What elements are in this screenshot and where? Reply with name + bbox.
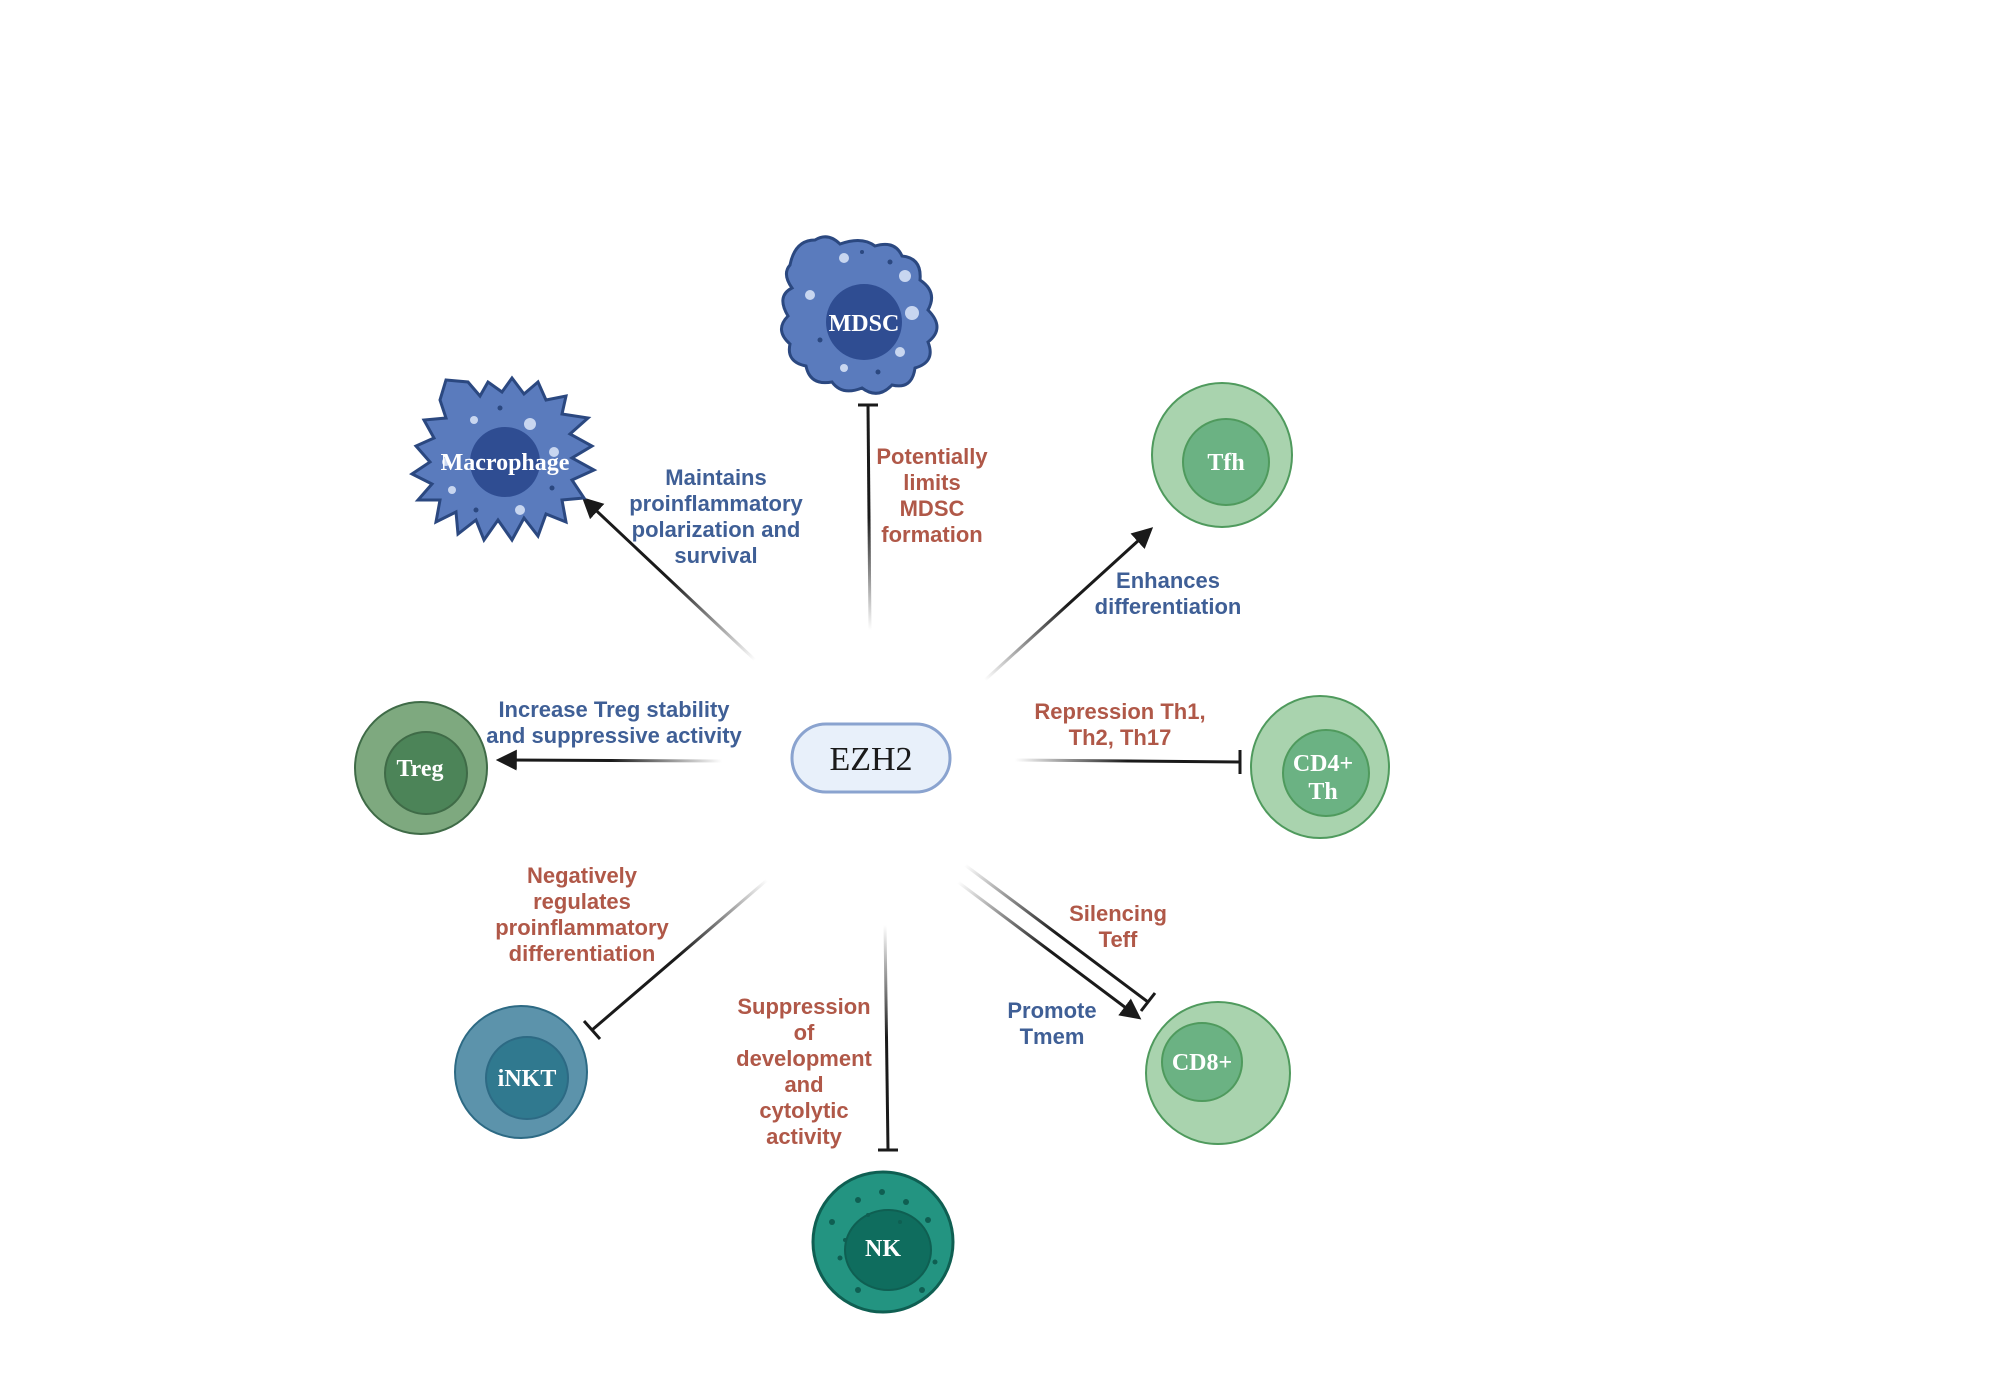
inhibit-inkt	[591, 878, 768, 1032]
cd8-promote-line1: Promote	[1007, 998, 1096, 1023]
mdsc-cell[interactable]: MDSC	[780, 235, 939, 395]
nk-effect-line1: Suppression	[737, 994, 870, 1019]
mdsc-name: MDSC	[829, 311, 900, 337]
inhibit-nk	[883, 924, 890, 1151]
tfh-cell[interactable]: Tfh	[1151, 382, 1293, 528]
inhibit-mdsc	[866, 404, 872, 631]
cd8-promote-line2: Tmem	[1020, 1024, 1085, 1049]
inkt-effect-line4: differentiation	[509, 941, 656, 966]
nk-name: NK	[865, 1236, 901, 1262]
tfh-effect-line2: differentiation	[1095, 594, 1242, 619]
macrophage-effect-line4: survival	[674, 543, 757, 568]
nk-effect-line2: of	[794, 1020, 815, 1045]
cd4-name-line1: CD4+	[1293, 751, 1353, 777]
ezh2-label: EZH2	[829, 741, 912, 778]
macrophage-effect-line1: Maintains	[665, 465, 766, 490]
macrophage-cell[interactable]: Macrophage	[409, 375, 598, 544]
nk-effect-line6: activity	[766, 1124, 843, 1149]
treg-cell[interactable]: Treg	[354, 701, 488, 835]
cd4-name-line2: Th	[1308, 779, 1337, 805]
mdsc-effect-line2: limits	[903, 470, 960, 495]
cd8-cell[interactable]: CD8+	[1145, 1001, 1291, 1145]
inhibit-cd8-teff	[964, 863, 1149, 1004]
inkt-name: iNKT	[498, 1066, 557, 1092]
ezh2-node[interactable]: EZH2	[790, 722, 952, 794]
mdsc-effect-line3: MDSC	[900, 496, 965, 521]
cd8-silencing-line1: Silencing	[1069, 901, 1167, 926]
connectors	[495, 403, 1242, 1152]
cd8-name: CD8+	[1172, 1050, 1232, 1076]
inhibit-cd4	[1014, 758, 1241, 764]
tfh-effect-line1: Enhances	[1116, 568, 1220, 593]
macrophage-name: Macrophage	[441, 450, 570, 476]
arrow-to-cd8-tmem	[957, 880, 1142, 1020]
cd4-effect-line1: Repression Th1,	[1034, 699, 1205, 724]
cd4-cell[interactable]: CD4+ Th	[1250, 695, 1390, 839]
treg-effect-line2: and suppressive activity	[486, 723, 742, 748]
nk-effect-line5: cytolytic	[759, 1098, 848, 1123]
nk-effect-line4: and	[784, 1072, 823, 1097]
nk-cell[interactable]: NK	[811, 1170, 955, 1314]
arrow-to-tfh	[983, 527, 1154, 682]
inhibit-bar-inkt	[582, 1020, 602, 1040]
inkt-effect-line1: Negatively	[527, 863, 638, 888]
arrow-to-macrophage	[581, 497, 757, 662]
treg-effect-line1: Increase Treg stability	[498, 697, 730, 722]
inkt-effect-line3: proinflammatory	[495, 915, 669, 940]
tfh-name: Tfh	[1207, 450, 1244, 476]
macrophage-effect-line3: polarization and	[632, 517, 801, 542]
mdsc-effect-line1: Potentially	[876, 444, 988, 469]
inkt-effect-line2: regulates	[533, 889, 631, 914]
arrow-to-treg	[495, 749, 723, 771]
cd4-effect-line2: Th2, Th17	[1069, 725, 1172, 750]
treg-name: Treg	[396, 756, 443, 782]
inkt-cell[interactable]: iNKT	[454, 1005, 588, 1139]
nk-effect-line3: development	[736, 1046, 872, 1071]
macrophage-effect-line2: proinflammatory	[629, 491, 803, 516]
annotation-labels: Maintains proinflammatory polarization a…	[486, 444, 1241, 1149]
cd8-silencing-line2: Teff	[1099, 927, 1138, 952]
mdsc-effect-line4: formation	[881, 522, 982, 547]
inhibit-bar-cd8	[1139, 992, 1157, 1012]
